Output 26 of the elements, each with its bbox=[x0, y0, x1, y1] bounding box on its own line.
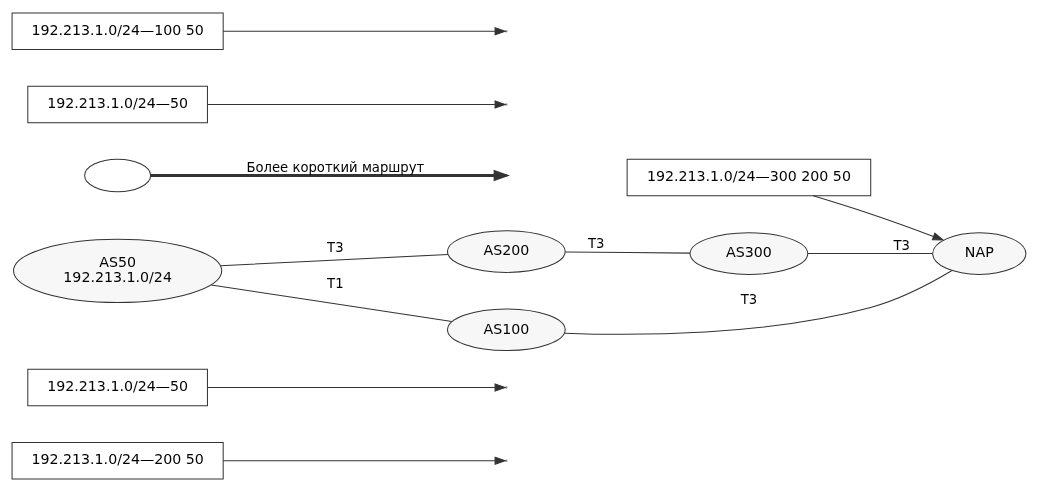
edge-label: T3 bbox=[740, 291, 758, 307]
connector bbox=[220, 253, 449, 266]
node-box: 192.213.1.0/24—50 bbox=[27, 368, 208, 406]
edge-label: T3 bbox=[587, 235, 605, 251]
connector bbox=[210, 283, 453, 322]
arrow bbox=[222, 26, 507, 36]
arrow bbox=[222, 455, 507, 465]
node-ellipse: AS200 bbox=[447, 229, 566, 273]
node-box: 192.213.1.0/24—200 50 bbox=[11, 441, 224, 479]
arrow bbox=[207, 382, 507, 392]
node-box: 192.213.1.0/24—300 200 50 bbox=[626, 158, 872, 196]
edge-label: T3 bbox=[893, 237, 910, 253]
edge-label: Более короткий маршрут bbox=[246, 159, 425, 175]
arrow bbox=[207, 99, 507, 109]
connector bbox=[564, 251, 691, 254]
node-box: 192.213.1.0/24—50 bbox=[27, 85, 208, 123]
edge-label: T3 bbox=[327, 239, 344, 255]
connector bbox=[564, 269, 953, 335]
node-ellipse: AS50 192.213.1.0/24 bbox=[13, 238, 223, 303]
node-ellipse: AS100 bbox=[447, 307, 566, 351]
node-ellipse: AS300 bbox=[689, 231, 809, 275]
connector bbox=[807, 252, 933, 254]
node-oval bbox=[84, 158, 152, 192]
node-box: 192.213.1.0/24—100 50 bbox=[11, 12, 224, 50]
edge-label: T1 bbox=[327, 275, 344, 291]
arrow bbox=[812, 194, 945, 241]
